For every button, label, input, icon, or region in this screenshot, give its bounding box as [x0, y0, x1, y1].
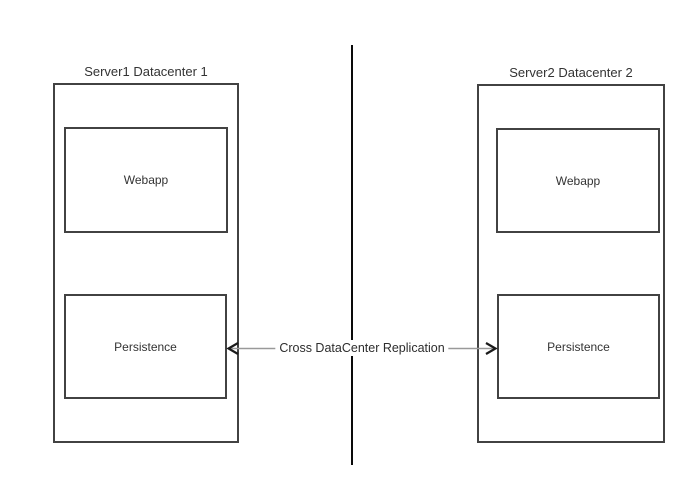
- persistence-node-dc2: Persistence: [497, 294, 660, 399]
- webapp-node-dc2: Webapp: [496, 128, 660, 233]
- webapp-node-dc1: Webapp: [64, 127, 228, 233]
- datacenter-divider-line: [350, 45, 353, 465]
- datacenter1-title: Server1 Datacenter 1: [84, 64, 208, 79]
- persistence-node-dc1-label: Persistence: [114, 339, 177, 354]
- webapp-node-dc1-label: Webapp: [123, 173, 169, 187]
- webapp-node-dc2-label: Webapp: [555, 173, 601, 188]
- persistence-node-dc2-label: Persistence: [547, 339, 610, 354]
- persistence-node-dc1: Persistence: [64, 294, 227, 399]
- replication-arrow-label: Cross DataCenter Replication: [275, 340, 449, 356]
- datacenter2-title: Server2 Datacenter 2: [509, 65, 633, 80]
